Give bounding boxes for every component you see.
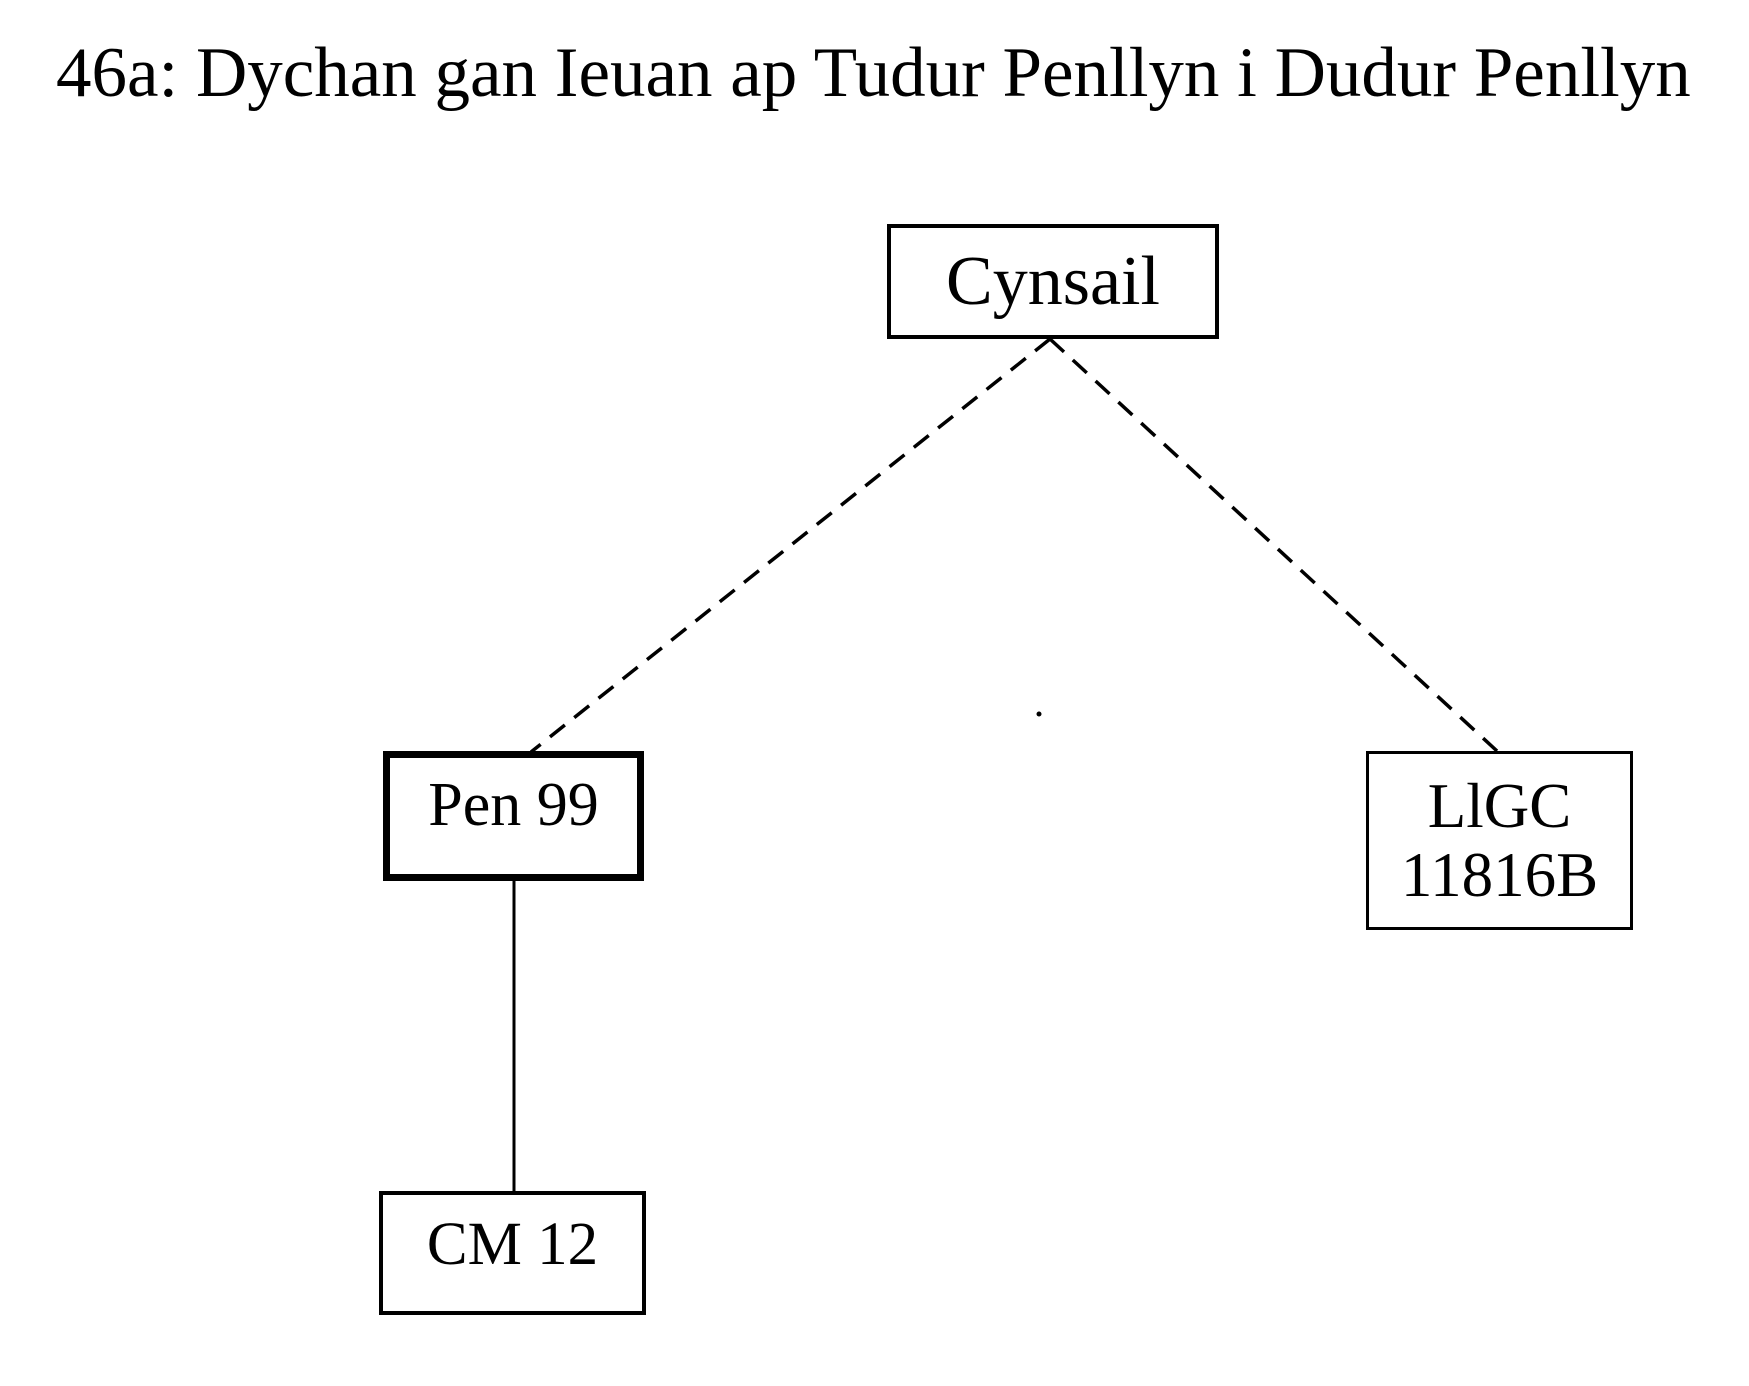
stray-mark-dot: [1036, 711, 1042, 717]
edge-cynsail-to-llgc: [1048, 337, 1499, 753]
node-llgc-11816b: LlGC 11816B: [1366, 751, 1633, 930]
node-pen99: Pen 99: [383, 751, 644, 881]
node-llgc-label-line2: 11816B: [1400, 839, 1599, 910]
edge-cynsail-to-pen99: [529, 337, 1052, 754]
node-pen99-label: Pen 99: [428, 770, 599, 839]
node-llgc-label-line1: LlGC: [1427, 771, 1572, 842]
node-cynsail: Cynsail: [887, 224, 1219, 339]
node-cynsail-label: Cynsail: [946, 242, 1160, 320]
page-title: 46a: Dychan gan Ieuan ap Tudur Penllyn i…: [56, 34, 1691, 112]
node-cm12-label: CM 12: [426, 1211, 599, 1279]
node-cm12: CM 12: [379, 1191, 646, 1315]
